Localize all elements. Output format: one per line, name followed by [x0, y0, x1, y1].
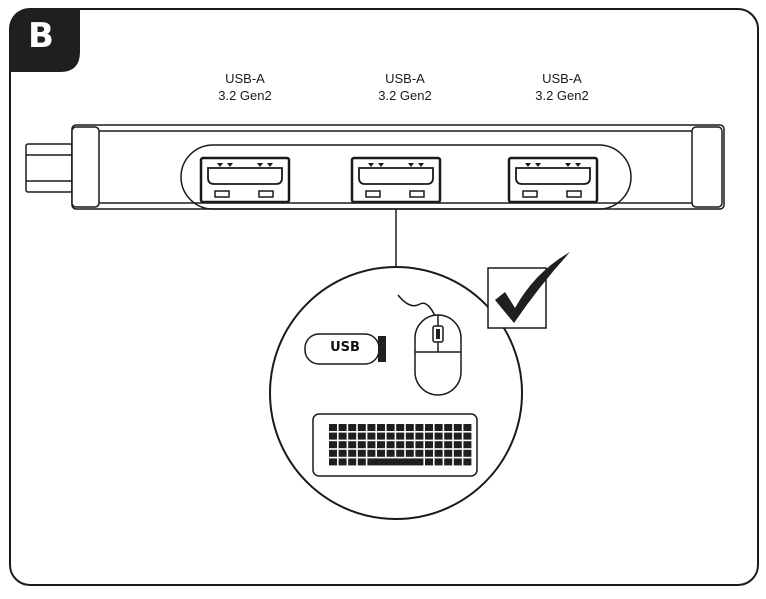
keyboard-key: [396, 424, 405, 431]
port-type-label: USB-A: [542, 71, 582, 86]
port-label-3: USB-A 3.2 Gen2: [502, 70, 622, 104]
keyboard-key: [329, 458, 337, 466]
keyboard-key: [444, 432, 453, 440]
keyboard-key: [348, 458, 357, 466]
usb-ports: [199, 156, 599, 204]
keyboard-key: [338, 432, 347, 440]
keyboard-key: [357, 424, 366, 431]
keyboard-key: [357, 449, 366, 457]
usb-a-port: [350, 156, 442, 204]
keyboard-key: [425, 441, 433, 449]
keyboard-key: [348, 424, 357, 431]
keyboard-key: [453, 458, 462, 466]
frame-border: [9, 8, 759, 586]
device-callout-circle: [269, 266, 523, 520]
keyboard-key: [377, 449, 385, 457]
keyboard-key: [405, 424, 414, 431]
keyboard-key: [434, 458, 443, 466]
keyboard-key: [338, 424, 347, 431]
figure-badge: B: [28, 16, 54, 56]
keyboard-key: [386, 424, 395, 431]
keyboard-key: [434, 424, 443, 431]
keyboard-key: [386, 432, 395, 440]
keyboard-key: [415, 424, 424, 431]
keyboard-key: [415, 449, 424, 457]
keyboard-key: [367, 432, 376, 440]
badge-tab: [10, 9, 80, 72]
port-spec-label: 3.2 Gen2: [378, 88, 432, 103]
keyboard-key: [444, 458, 453, 466]
mouse-icon: [397, 294, 462, 396]
keyboard-key: [329, 432, 337, 440]
port-label-1: USB-A 3.2 Gen2: [185, 70, 305, 104]
keyboard-key: [329, 449, 337, 457]
keyboard-key: [405, 449, 414, 457]
keyboard-key: [463, 432, 472, 440]
port-spec-label: 3.2 Gen2: [218, 88, 272, 103]
keyboard-key: [434, 432, 443, 440]
keyboard-key: [463, 449, 472, 457]
keyboard-key: [425, 458, 433, 466]
keyboard-key: [357, 432, 366, 440]
port-label-2: USB-A 3.2 Gen2: [345, 70, 465, 104]
keyboard-key: [357, 458, 366, 466]
port-type-label: USB-A: [225, 71, 265, 86]
keyboard-key: [396, 432, 405, 440]
port-type-label: USB-A: [385, 71, 425, 86]
keyboard-key: [434, 441, 443, 449]
keyboard-key: [415, 432, 424, 440]
keyboard-key: [329, 424, 337, 431]
keyboard-key: [463, 441, 472, 449]
keyboard-key: [415, 441, 424, 449]
keyboard-key: [425, 432, 433, 440]
keyboard-key: [405, 441, 414, 449]
keyboard-key: [453, 432, 462, 440]
keyboard-key: [396, 449, 405, 457]
keyboard-key: [453, 449, 462, 457]
checkmark-icon: [487, 252, 570, 329]
keyboard-key: [329, 441, 337, 449]
keyboard-key: [367, 449, 376, 457]
keyboard-key: [367, 441, 376, 449]
keyboard-key: [348, 441, 357, 449]
usb-hub: [25, 124, 725, 210]
keyboard-key: [444, 449, 453, 457]
port-highlight: [180, 144, 632, 210]
keyboard-key: [444, 424, 453, 431]
keyboard-key: [377, 432, 385, 440]
keyboard-key: [425, 424, 433, 431]
usb-a-port: [199, 156, 291, 204]
keyboard-spacebar: [367, 458, 424, 466]
usb-a-port: [507, 156, 599, 204]
keyboard-key: [367, 424, 376, 431]
cable-stub: [25, 143, 73, 193]
keyboard-key: [463, 458, 472, 466]
keyboard-key: [463, 424, 472, 431]
usb-stick-icon: [304, 333, 386, 365]
keyboard-key: [434, 449, 443, 457]
keyboard-key: [348, 432, 357, 440]
keyboard-key: [386, 449, 395, 457]
keyboard-key: [357, 441, 366, 449]
keyboard-key: [386, 441, 395, 449]
usb-stick-label: USB: [330, 340, 360, 355]
keyboard-key: [444, 441, 453, 449]
keyboard-key: [338, 449, 347, 457]
keyboard-key: [348, 449, 357, 457]
keyboard-key: [453, 441, 462, 449]
keyboard-key: [338, 441, 347, 449]
keyboard-key: [405, 432, 414, 440]
keyboard-key: [396, 441, 405, 449]
port-spec-label: 3.2 Gen2: [535, 88, 589, 103]
keyboard-key: [453, 424, 462, 431]
keyboard-key: [338, 458, 347, 466]
keyboard-icon: [312, 413, 478, 477]
keyboard-key: [377, 424, 385, 431]
keyboard-key: [425, 449, 433, 457]
keyboard-key: [377, 441, 385, 449]
